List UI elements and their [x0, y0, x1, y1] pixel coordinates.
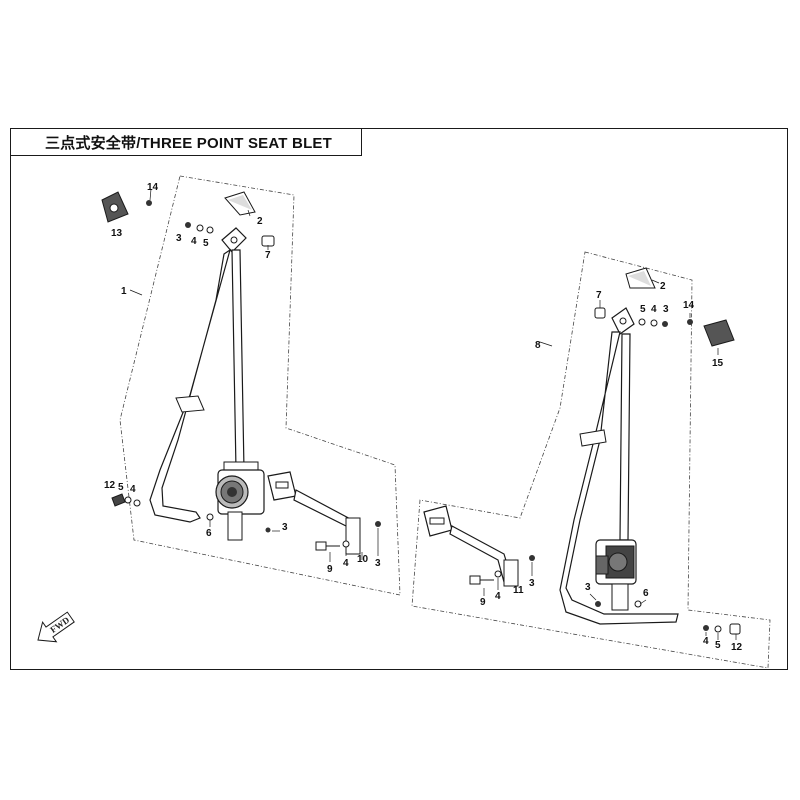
callout-4: 4 — [495, 591, 501, 602]
callout-9: 9 — [480, 597, 486, 608]
callout-2: 2 — [257, 216, 263, 227]
callout-3: 3 — [282, 522, 288, 533]
callout-3: 3 — [529, 578, 535, 589]
callout-3: 3 — [375, 558, 381, 569]
callout-6: 6 — [643, 588, 649, 599]
callout-5: 5 — [118, 482, 124, 493]
callout-12: 12 — [104, 480, 116, 491]
right-buckle-stalk — [449, 525, 513, 583]
left-seat-belt-assembly — [101, 175, 401, 596]
callout-5: 5 — [203, 238, 209, 249]
diagram-frame — [10, 128, 788, 670]
callout-4: 4 — [651, 304, 657, 315]
callout-labels: 14 13 2 3 4 5 7 1 12 5 4 6 3 9 4 10 3 2 … — [104, 182, 743, 653]
callout-7: 7 — [596, 290, 602, 301]
right-lower-fasteners — [469, 555, 741, 635]
right-dashed-outline — [411, 251, 771, 669]
callout-11: 11 — [513, 585, 524, 596]
callout-3: 3 — [176, 233, 182, 244]
callout-6: 6 — [206, 528, 212, 539]
page-title: 三点式安全带/THREE POINT SEAT BLET — [45, 134, 332, 152]
left-dashed-outline — [119, 175, 401, 596]
callout-9: 9 — [327, 564, 333, 575]
callout-13: 13 — [111, 228, 123, 239]
callout-4: 4 — [191, 236, 197, 247]
left-lower-fasteners — [111, 493, 381, 551]
callout-12: 12 — [731, 642, 743, 653]
callout-4: 4 — [703, 636, 709, 647]
callout-3: 3 — [663, 304, 669, 315]
right-anchor-plate-15 — [703, 319, 735, 347]
callout-3: 3 — [585, 582, 591, 593]
callout-1: 1 — [121, 286, 127, 297]
callout-8: 8 — [535, 340, 541, 351]
left-belt-guide — [175, 395, 205, 413]
right-belt-guide — [579, 429, 607, 447]
callout-14: 14 — [683, 300, 695, 311]
callout-5: 5 — [640, 304, 646, 315]
fwd-arrow-icon: FWD — [37, 611, 75, 643]
right-seat-belt-assembly — [411, 251, 771, 669]
callout-5: 5 — [715, 640, 721, 651]
left-retractor — [215, 461, 265, 541]
title-box: 三点式安全带/THREE POINT SEAT BLET — [10, 128, 362, 156]
callout-15: 15 — [712, 358, 724, 369]
right-retractor — [595, 539, 637, 611]
callout-7: 7 — [265, 250, 271, 261]
callout-2: 2 — [660, 281, 666, 292]
callout-14: 14 — [147, 182, 159, 193]
right-belt-webbing — [559, 331, 679, 625]
right-upper-fasteners — [594, 307, 668, 327]
callout-4: 4 — [130, 484, 136, 495]
callout-10: 10 — [357, 554, 369, 565]
callout-4: 4 — [343, 558, 349, 569]
